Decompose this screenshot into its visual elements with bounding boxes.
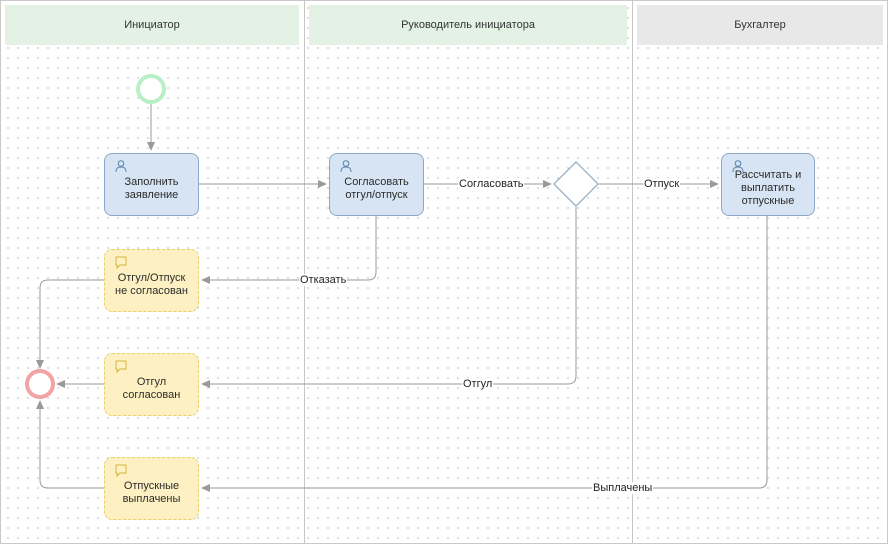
lane-header-manager: Руководитель инициатора [309, 5, 627, 45]
flow-paid[interactable] [201, 216, 768, 492]
flow-label-reject: Отказать [299, 274, 348, 286]
lane-header-accountant: Бухгалтер [637, 5, 883, 45]
user-icon [115, 160, 127, 173]
lane-header-initiator: Инициатор [5, 5, 299, 45]
end-event[interactable] [25, 369, 55, 399]
flow-paid-to-end[interactable] [36, 400, 104, 489]
flow-dayoff[interactable] [201, 207, 577, 388]
flow-label-paid: Выплачены [592, 482, 654, 494]
task-paid[interactable]: Отпускные выплачены [104, 457, 199, 520]
flow-not-approved-to-end[interactable] [36, 279, 104, 369]
task-label: Отгул/Отпуск не согласован [115, 271, 188, 297]
flow-label-vacation: Отпуск [643, 178, 681, 190]
flow-reject[interactable] [201, 216, 377, 284]
task-label: Заполнить заявление [124, 175, 179, 201]
message-icon [115, 256, 127, 269]
message-icon [115, 464, 127, 477]
task-label: Отгул согласован [122, 375, 181, 401]
flow-label-approve: Согласовать [458, 178, 525, 190]
message-icon [115, 360, 127, 373]
task-label: Отпускные выплачены [122, 479, 181, 505]
task-label: Рассчитать и выплатить отпускные [734, 169, 802, 207]
task-not-approved[interactable]: Отгул/Отпуск не согласован [104, 249, 199, 312]
task-fill-request[interactable]: Заполнить заявление [104, 153, 199, 216]
user-icon [732, 160, 744, 173]
user-icon [340, 160, 352, 173]
start-event[interactable] [136, 74, 166, 104]
lane-separator [304, 0, 305, 544]
task-approve-leave[interactable]: Согласовать отгул/отпуск [329, 153, 424, 216]
lane-separator [632, 0, 633, 544]
task-calc-pay[interactable]: Рассчитать и выплатить отпускные [721, 153, 815, 216]
flow-label-dayoff: Отгул [462, 378, 494, 390]
task-label: Согласовать отгул/отпуск [344, 175, 409, 201]
task-dayoff-approved[interactable]: Отгул согласован [104, 353, 199, 416]
exclusive-gateway[interactable] [553, 161, 599, 207]
